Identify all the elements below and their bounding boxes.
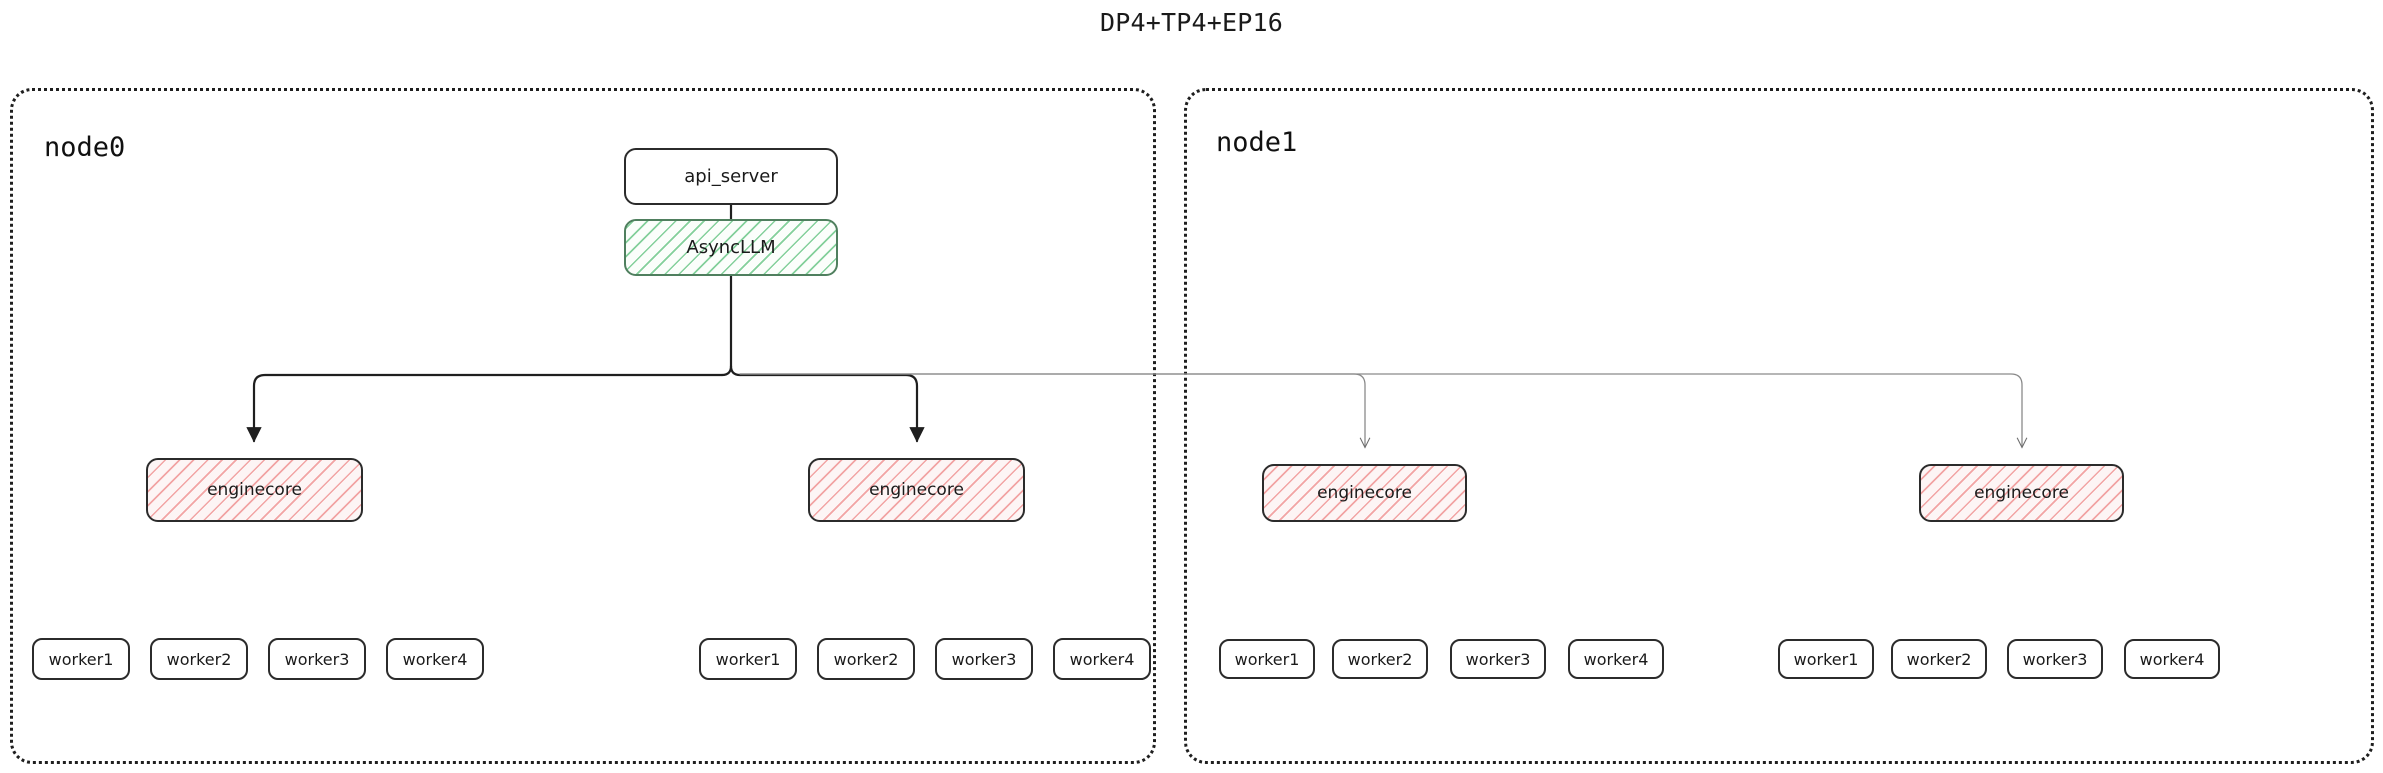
- worker-box[interactable]: worker3: [1450, 639, 1546, 679]
- worker-label: worker3: [284, 649, 350, 669]
- enginecore-label: enginecore: [1974, 483, 2069, 503]
- enginecore-box-node0-2[interactable]: enginecore: [808, 458, 1025, 522]
- page-title: DP4+TP4+EP16: [1099, 8, 1283, 37]
- worker-label: worker4: [1069, 649, 1135, 669]
- worker-label: worker4: [2139, 649, 2205, 669]
- node-label-node1: node1: [1216, 127, 1298, 158]
- enginecore-box-node0-1[interactable]: enginecore: [146, 458, 363, 522]
- worker-label: worker1: [1234, 649, 1300, 669]
- worker-label: worker1: [1793, 649, 1859, 669]
- worker-label: worker2: [1906, 649, 1972, 669]
- asyncllm-label: AsyncLLM: [686, 237, 776, 258]
- worker-label: worker2: [1347, 649, 1413, 669]
- enginecore-box-node1-2[interactable]: enginecore: [1919, 464, 2124, 522]
- worker-label: worker3: [2022, 649, 2088, 669]
- worker-box[interactable]: worker2: [1332, 639, 1428, 679]
- enginecore-label: enginecore: [1317, 483, 1412, 503]
- worker-label: worker3: [1465, 649, 1531, 669]
- worker-box[interactable]: worker1: [1219, 639, 1315, 679]
- worker-label: worker1: [715, 649, 781, 669]
- api-server-label: api_server: [684, 166, 778, 187]
- worker-box[interactable]: worker4: [386, 638, 484, 680]
- worker-label: worker2: [166, 649, 232, 669]
- worker-box[interactable]: worker3: [935, 638, 1033, 680]
- enginecore-label: enginecore: [869, 480, 964, 500]
- worker-box[interactable]: worker3: [2007, 639, 2103, 679]
- worker-box[interactable]: worker1: [699, 638, 797, 680]
- enginecore-label: enginecore: [207, 480, 302, 500]
- worker-label: worker4: [402, 649, 468, 669]
- worker-box[interactable]: worker4: [2124, 639, 2220, 679]
- worker-box[interactable]: worker2: [817, 638, 915, 680]
- worker-label: worker2: [833, 649, 899, 669]
- worker-label: worker3: [951, 649, 1017, 669]
- worker-box[interactable]: worker4: [1053, 638, 1151, 680]
- worker-box[interactable]: worker3: [268, 638, 366, 680]
- node-label-node0: node0: [44, 132, 126, 163]
- worker-box[interactable]: worker2: [150, 638, 248, 680]
- api-server-box[interactable]: api_server: [624, 148, 838, 205]
- enginecore-box-node1-1[interactable]: enginecore: [1262, 464, 1467, 522]
- asyncllm-box[interactable]: AsyncLLM: [624, 219, 838, 276]
- worker-box[interactable]: worker4: [1568, 639, 1664, 679]
- worker-box[interactable]: worker2: [1891, 639, 1987, 679]
- worker-label: worker1: [48, 649, 114, 669]
- worker-box[interactable]: worker1: [32, 638, 130, 680]
- worker-box[interactable]: worker1: [1778, 639, 1874, 679]
- worker-label: worker4: [1583, 649, 1649, 669]
